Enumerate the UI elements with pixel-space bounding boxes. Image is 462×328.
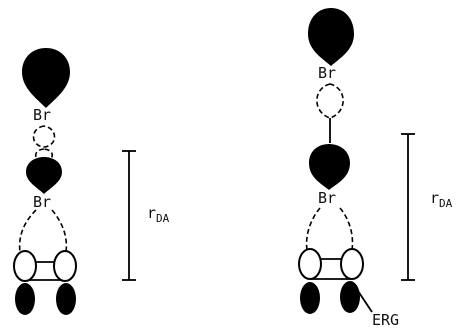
left-top-br-orbital-lobe xyxy=(22,48,70,108)
left-lower-br-orbital-lobe xyxy=(26,157,62,194)
right-top-br-label: Br xyxy=(318,64,336,82)
right-ring-p-orbital-filled-lobe-1 xyxy=(300,282,320,314)
right-panel: Br Br ERG rDA xyxy=(298,8,453,328)
left-ring-p-orbital-filled-lobe-2 xyxy=(56,283,76,315)
right-dashed-link-right xyxy=(339,207,354,251)
left-lower-br-label: Br xyxy=(33,193,51,211)
right-ring-p-orbital-filled-lobe-2 xyxy=(340,281,360,313)
left-ring-p-orbital-open-lobe-2 xyxy=(53,250,77,282)
right-lower-br-orbital-lobe xyxy=(309,144,350,190)
right-distance-label: rDA xyxy=(430,189,453,210)
left-ring-p-orbital-filled-lobe-1 xyxy=(15,283,35,315)
right-br-br-dashed-lobe xyxy=(316,83,344,119)
right-lower-br-label: Br xyxy=(318,189,336,207)
right-ring-p-orbital-open-lobe-2 xyxy=(340,248,364,280)
left-ring-p-orbital-open-lobe-1 xyxy=(13,250,37,282)
right-erg-label: ERG xyxy=(372,311,399,328)
right-erg-pointer-line xyxy=(351,281,373,313)
left-distance-label: rDA xyxy=(147,204,170,225)
right-ring-p-orbital-open-lobe-1 xyxy=(298,248,322,280)
left-panel: Br Br rDA xyxy=(13,48,170,315)
left-br-br-upper-dashed-lobe xyxy=(32,125,56,148)
right-top-br-orbital-lobe xyxy=(308,8,354,66)
left-dashed-link-left xyxy=(18,209,37,253)
left-top-br-label: Br xyxy=(33,106,51,124)
right-dashed-link-left xyxy=(305,207,321,251)
left-dashed-link-right xyxy=(51,209,68,253)
